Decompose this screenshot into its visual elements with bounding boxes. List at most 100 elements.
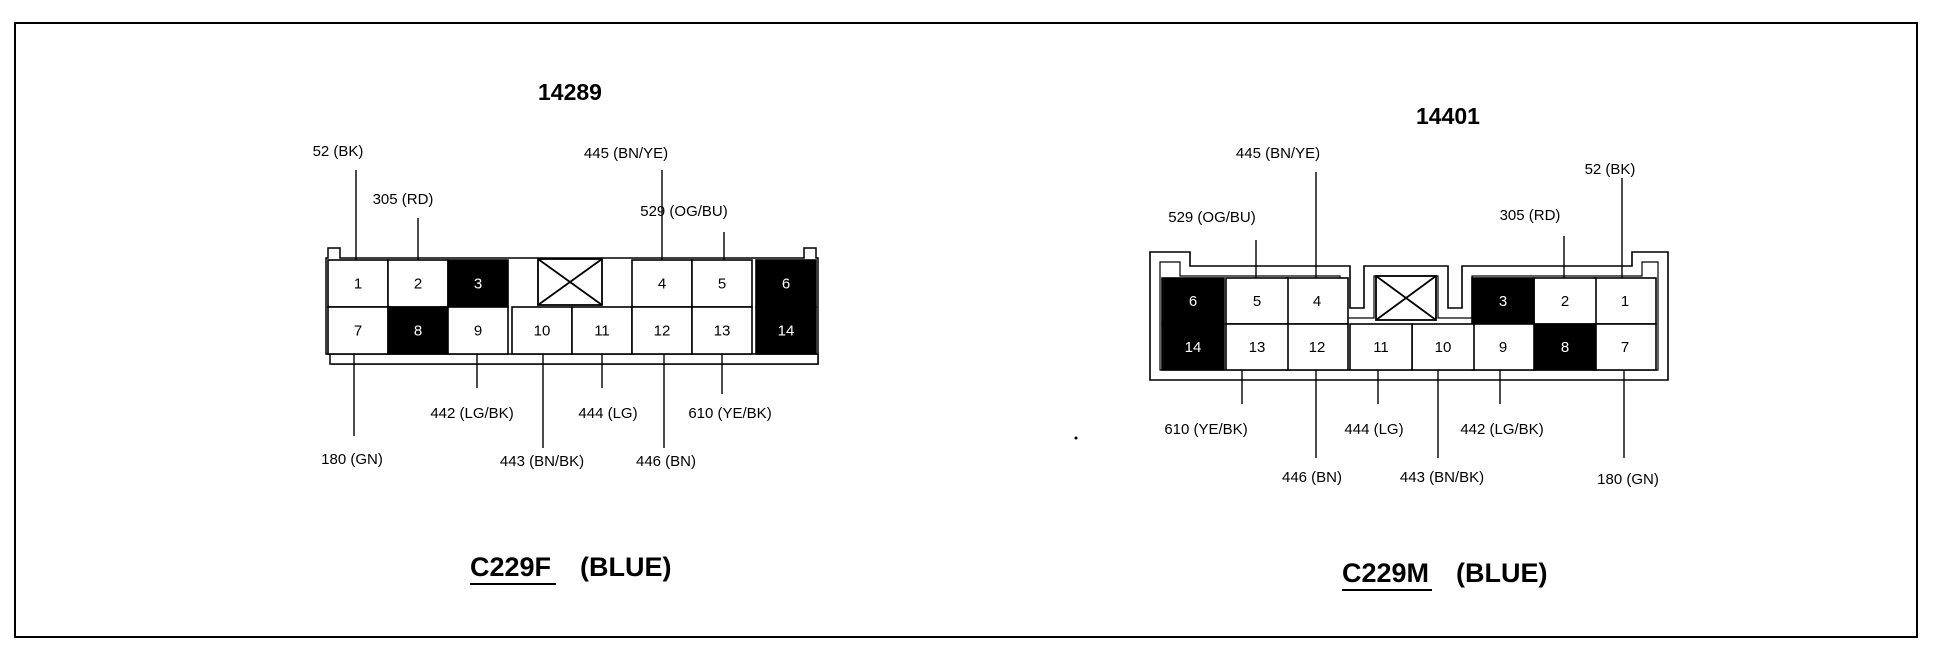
connector-base-left [329,353,819,365]
wire-labels-right: 52 (BK) 305 (RD) 445 (BN/YE) 529 (OG/BU) 180… [1164,145,1659,488]
cavity-box-9 [447,306,509,355]
cavity-box-13 [691,306,753,355]
connector-shell-right [1149,251,1669,381]
pin-number: 9 [474,323,482,340]
cavity-7: 7 [327,306,389,355]
cavity-box-13 [1225,323,1289,371]
cavity-box-7 [1593,323,1657,371]
cavity-box-1 [327,259,389,308]
cavity-12: 12 [631,306,693,355]
pin-number: 12 [1309,339,1326,356]
cavity-10: 10 [1411,323,1475,371]
pin-number: 3 [474,276,482,293]
key-cavity-right [1375,275,1437,321]
pin-number: 8 [1561,339,1569,356]
pin-number: 13 [1249,339,1266,356]
cavity-11: 11 [571,306,633,355]
wire-label-5: 529 (OG/BU) [1168,209,1256,226]
pin-number: 4 [1313,293,1321,310]
cavity-6: 6 [1161,277,1225,325]
pin-number: 3 [1499,293,1507,310]
cavity-12: 12 [1285,323,1349,371]
wire-leads-right [1241,172,1625,458]
wire-label-10: 443 (BN/BK) [500,453,584,470]
cavity-box-7 [327,306,389,355]
cavity-4: 4 [1285,277,1349,325]
cavity-9: 9 [1471,323,1535,371]
cavity-box-10 [511,306,573,355]
cavity-box-5 [691,259,753,308]
cavity-1: 1 [1593,277,1657,325]
cavity-box-3 [447,259,509,308]
pin-number: 14 [1185,339,1202,356]
pin-number: 5 [718,276,726,293]
connector-shell-inner-right [1159,261,1659,371]
cavity-8: 8 [387,306,449,355]
cavity-box-14 [755,306,817,355]
pin-number: 13 [714,323,731,340]
wire-label-4: 445 (BN/YE) [1236,145,1320,162]
wire-label-1: 52 (BK) [1585,161,1636,178]
pin-number: 6 [1189,293,1197,310]
cavity-box-10 [1411,323,1475,371]
cavity-2: 2 [1533,277,1597,325]
wire-label-9: 442 (LG/BK) [430,405,513,422]
cavity-11: 11 [1349,323,1413,371]
pin-number: 2 [414,276,422,293]
cavity-5: 5 [691,259,753,308]
pin-number: 7 [354,323,362,340]
cavity-box-11 [571,306,633,355]
wire-label-4: 445 (BN/YE) [584,145,668,162]
wire-label-7: 180 (GN) [1597,471,1659,488]
pin-number: 9 [1499,339,1507,356]
connector-name-left: C229F [470,552,551,582]
wire-label-12: 446 (BN) [1282,469,1342,486]
cavity-2: 2 [387,259,449,308]
wire-label-13: 610 (YE/BK) [1164,421,1247,438]
pin-number: 12 [654,323,671,340]
scan-dot [1074,436,1078,440]
cavity-box-12 [631,306,693,355]
pin-number: 14 [778,323,795,340]
cavity-8: 8 [1533,323,1597,371]
cavity-box-9 [1471,323,1535,371]
cavity-14: 14 [1161,323,1225,371]
cavity-box-11 [1349,323,1413,371]
connector-name-right: C229M [1342,558,1429,588]
wire-label-7: 180 (GN) [321,451,383,468]
cavity-14: 14 [755,306,817,355]
cavity-9: 9 [447,306,509,355]
cavity-10: 10 [511,306,573,355]
diagram-frame [14,22,1918,638]
key-cavity-left [537,258,603,306]
pin-number: 11 [594,323,610,340]
pin-number: 10 [1435,339,1452,356]
cavity-5: 5 [1225,277,1289,325]
cavity-6: 6 [755,259,817,308]
connector-color-right: (BLUE) [1456,558,1547,588]
cavity-7: 7 [1593,323,1657,371]
cavity-box-8 [387,306,449,355]
pin-number: 7 [1621,339,1629,356]
cavity-1: 1 [327,259,389,308]
cavity-4: 4 [631,259,693,308]
wire-label-11: 444 (LG) [1344,421,1403,438]
wire-label-1: 52 (BK) [313,143,364,160]
wire-leads-left [353,170,725,448]
wire-label-2: 305 (RD) [1500,207,1561,224]
part-number-right: 14401 [1416,103,1480,129]
cavity-box-12 [1285,323,1349,371]
cavity-box-3 [1471,277,1535,325]
wire-label-9: 442 (LG/BK) [1460,421,1543,438]
pin-number: 11 [1373,339,1389,356]
pin-number: 1 [354,276,362,293]
wire-label-5: 529 (OG/BU) [640,203,728,220]
connector-color-left: (BLUE) [580,552,671,582]
wire-label-2: 305 (RD) [373,191,434,208]
cavity-3: 3 [1471,277,1535,325]
cavity-box-8 [1533,323,1597,371]
cavity-box-6 [755,259,817,308]
part-number-left: 14289 [538,79,602,105]
